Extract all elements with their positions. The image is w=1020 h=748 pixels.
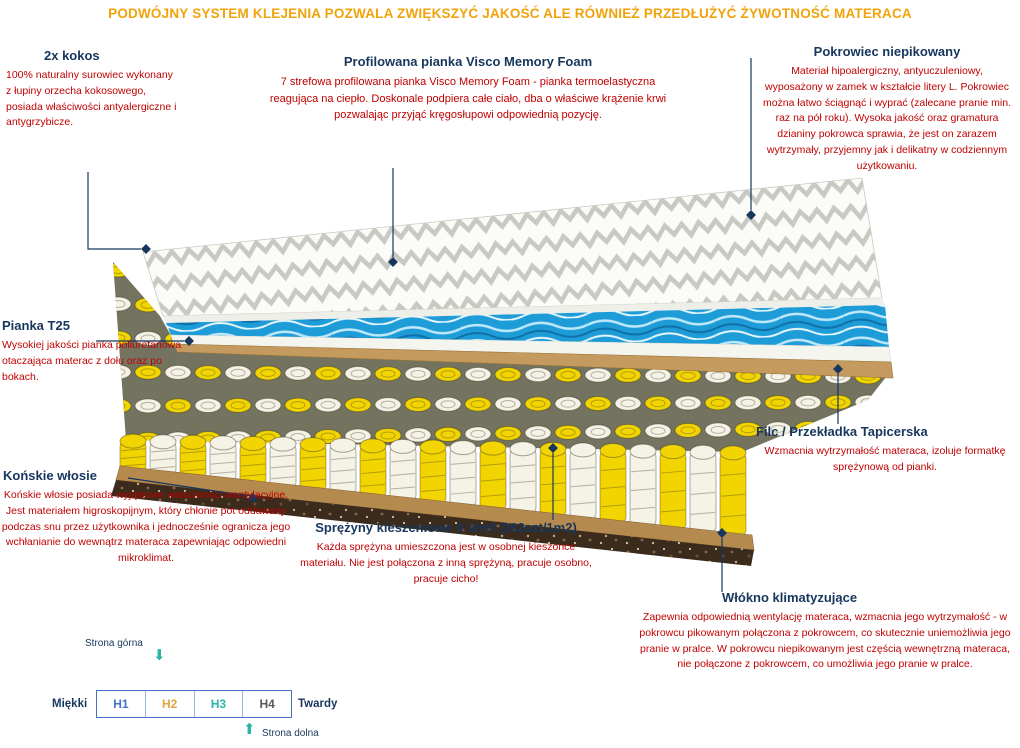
callout-title-sprezyny: Sprężyny kieszeniowe 9 stref (262szt/1m2…: [315, 520, 577, 535]
callout-filc: Filc / Przekładka Tapicerska Wzmacnia wy…: [756, 424, 1014, 476]
callout-title-konskie: Końskie włosie: [3, 468, 97, 483]
callout-line-konskie: [127, 477, 249, 497]
pocket-springs-front: [119, 433, 747, 537]
bottom-side-label: Strona dolna: [262, 728, 319, 739]
base-layer: [111, 480, 754, 566]
callout-title-wlokno: Włókno klimatyzujące: [722, 590, 858, 605]
callout-visco-memory-foam: Profilowana pianka Visco Memory Foam 7 s…: [268, 54, 668, 124]
callout-lines: [87, 58, 839, 592]
callout-line-kokos: [87, 172, 141, 250]
callout-body-sprezyny: Każda sprężyna umieszczona jest w osobne…: [300, 541, 592, 585]
hardness-h4: H4: [259, 697, 275, 711]
quilt-edge: [163, 298, 885, 323]
hard-label: Twardy: [298, 698, 338, 710]
top-banner: PODWÓJNY SYSTEM KLEJENIA POZWALA ZWIĘKSZ…: [108, 6, 912, 21]
callout-sprezyny: Sprężyny kieszeniowe 9 stref (262szt/1m2…: [296, 520, 596, 587]
callout-pokrowiec: Pokrowiec niepikowany Materiał hipoalerg…: [762, 44, 1012, 174]
callout-title-pianka: Pianka T25: [2, 318, 70, 333]
callout-title-kokos: 2x kokos: [44, 48, 100, 63]
callout-body-konskie: Końskie włosie posiada wyjątkowe właściw…: [1, 489, 291, 564]
visco-foam-layer: [166, 305, 889, 347]
callout-title-visco: Profilowana pianka Visco Memory Foam: [343, 54, 593, 69]
arrow-down-icon: ⬇: [153, 647, 166, 664]
callout-body-visco: 7 strefowa profilowana pianka Visco Memo…: [269, 76, 667, 121]
hardness-h1: H1: [97, 691, 146, 717]
coconut-top-layer: [173, 343, 894, 379]
callout-wlokno: Włókno klimatyzujące Zapewnia odpowiedni…: [634, 590, 1016, 673]
callout-body-pianka: Wysokiej jakości pianka poliuretanowa ot…: [2, 339, 182, 383]
callout-pianka-t25: Pianka T25 Wysokiej jakości pianka poliu…: [2, 318, 186, 385]
hardness-scale: H1 H2 H3 H4: [96, 690, 292, 718]
callout-title-filc: Filc / Przekładka Tapicerska: [756, 424, 928, 439]
arrow-up-icon: ⬆: [243, 721, 256, 738]
top-side-label: Strona górna: [85, 638, 143, 649]
callout-2x-kokos: 2x kokos 100% naturalny surowiec wykonan…: [6, 48, 178, 131]
quilted-top-layer: [142, 177, 883, 317]
hardness-h2: H2: [146, 691, 195, 717]
hardness-h3: H3: [195, 691, 244, 717]
firmness-legend: Strona górna ⬇ Miękki H1 H2 H3 H4 Twardy…: [40, 634, 380, 748]
callout-body-wlokno: Zapewnia odpowiednią wentylację materaca…: [639, 611, 1011, 671]
soft-label: Miękki: [52, 698, 88, 710]
cover-layers: [142, 177, 894, 379]
callout-konskie-wlosie: Końskie włosie Końskie włosie posiada wy…: [0, 468, 292, 567]
callout-title-pokrowiec: Pokrowiec niepikowany: [813, 44, 961, 59]
callout-body-filc: Wzmacnia wytrzymałość materaca, izoluje …: [764, 445, 1006, 473]
callout-body-kokos: 100% naturalny surowiec wykonany z łupin…: [6, 69, 177, 129]
callout-body-pokrowiec: Materiał hipoalergiczny, antyuczuleniowy…: [762, 65, 1012, 172]
